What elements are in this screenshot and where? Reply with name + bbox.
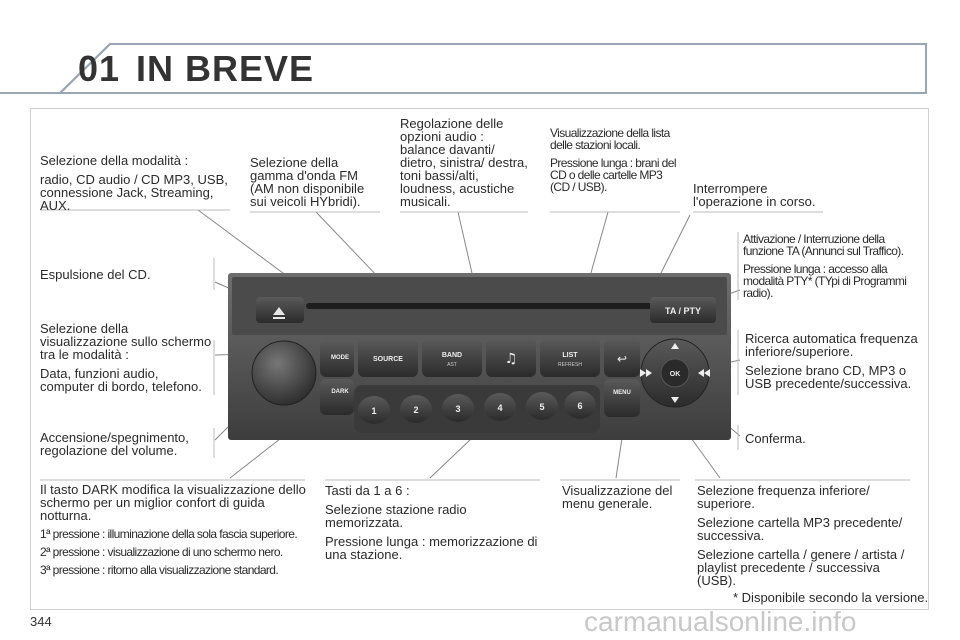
caption-updown-text-3: Selezione cartella / genere / artista / … — [697, 547, 905, 588]
caption-updown-text-2: Selezione cartella MP3 precedente/ succe… — [697, 515, 903, 543]
caption-eject-text: Espulsione del CD. — [40, 267, 151, 282]
arrow-down-icon — [671, 397, 679, 403]
caption-presets: Tasti da 1 a 6 : Selezione stazione radi… — [325, 484, 540, 567]
music-note-icon: ♫ — [505, 351, 518, 367]
caption-eject: Espulsione del CD. — [40, 268, 210, 287]
list-button[interactable] — [540, 339, 600, 377]
arrow-up-icon — [671, 343, 679, 349]
preset-4-label: 4 — [497, 403, 502, 413]
menu-label: MENU — [613, 390, 631, 396]
list-label: LIST — [562, 352, 578, 359]
caption-dark-title: Il tasto DARK modifica la visualizzazion… — [40, 482, 306, 523]
caption-ta-title: Attivazione / Interruzione della funzion… — [743, 232, 904, 258]
preset-1-label: 1 — [371, 406, 376, 416]
page-title: IN BREVE — [136, 48, 315, 89]
caption-presets-text-1: Selezione stazione radio memorizzata. — [325, 502, 467, 530]
ok-button[interactable] — [660, 358, 690, 388]
band-sub-label: AST — [447, 362, 457, 368]
caption-menu-text: Visualizzazione del menu generale. — [562, 483, 673, 511]
radio-unit: TA / PTY MODE DARK SOURCE BAND AST ♫ LIS… — [228, 273, 731, 440]
preset-6-button[interactable] — [564, 391, 596, 419]
seek-back-icon — [640, 369, 652, 377]
caption-seek-title: Ricerca automatica frequenza inferiore/s… — [745, 331, 918, 359]
caption-ok: Conferma. — [745, 432, 865, 451]
caption-power-text: Accensione/spegnimento, regolazione del … — [40, 430, 189, 458]
preset-4-button[interactable] — [484, 393, 516, 421]
caption-ta-text: Pressione lunga : accesso alla modalità … — [743, 262, 907, 300]
caption-seek: Ricerca automatica frequenza inferiore/s… — [745, 332, 925, 396]
caption-back: Interrompere l'operazione in corso. — [693, 182, 823, 214]
caption-ta: Attivazione / Interruzione della funzion… — [743, 233, 923, 305]
preset-3-label: 3 — [455, 404, 460, 414]
back-button[interactable] — [604, 339, 640, 377]
caption-presets-text-2: Pressione lunga : memorizzazione di una … — [325, 534, 538, 562]
chapter-number: 01 — [78, 48, 121, 89]
caption-mode-text: radio, CD audio / CD MP3, USB, connessio… — [40, 172, 228, 213]
caption-list-title: Visualizzazione della lista delle stazio… — [550, 126, 670, 152]
ta-pty-label: TA / PTY — [665, 306, 701, 316]
mode-button[interactable] — [320, 341, 354, 377]
band-button[interactable] — [422, 339, 482, 377]
preset-1-button[interactable] — [358, 396, 390, 424]
caption-presets-title: Tasti da 1 a 6 : — [325, 483, 410, 498]
caption-list: Visualizzazione della lista delle stazio… — [550, 127, 682, 199]
caption-mode-title: Selezione della modalità : — [40, 153, 189, 168]
caption-seek-text: Selezione brano CD, MP3 o USB precedente… — [745, 363, 912, 391]
caption-power: Accensione/spegnimento, regolazione del … — [40, 431, 212, 463]
caption-display-text: Data, funzioni audio, computer di bordo,… — [40, 366, 202, 394]
header-bar — [0, 43, 927, 94]
caption-updown-text-1: Selezione frequenza inferiore/ superiore… — [697, 483, 870, 511]
preset-2-label: 2 — [413, 405, 418, 415]
caption-dark-step-2: 2ª pressione : visualizzazione di uno sc… — [40, 545, 283, 559]
caption-list-text: Pressione lunga : brani del CD o delle c… — [550, 156, 676, 194]
ta-pty-button[interactable] — [650, 297, 716, 323]
caption-display: Selezione della visualizzazione sullo sc… — [40, 322, 212, 399]
dark-label: DARK — [331, 389, 349, 395]
caption-audio-text: Regolazione delle opzioni audio : balanc… — [400, 116, 528, 209]
page-number: 344 — [30, 614, 52, 629]
caption-back-text: Interrompere l'operazione in corso. — [693, 181, 816, 209]
caption-ok-text: Conferma. — [745, 431, 806, 446]
content-frame — [30, 108, 929, 610]
preset-5-button[interactable] — [526, 392, 558, 420]
dark-button[interactable] — [320, 379, 354, 415]
preset-6-label: 6 — [577, 401, 582, 411]
footnote: * Disponibile secondo la versione. — [733, 590, 929, 605]
preset-5-label: 5 — [539, 402, 544, 412]
source-label: SOURCE — [373, 356, 403, 363]
eject-icon — [273, 307, 285, 319]
caption-dark-step-3: 3ª pressione : ritorno alla visualizzazi… — [40, 563, 279, 577]
watermark: carmanualsonline.info — [584, 606, 857, 637]
menu-button[interactable] — [604, 379, 640, 417]
seek-forward-icon — [698, 369, 710, 377]
cd-slot — [306, 303, 676, 309]
caption-dark-step-1: 1ª pressione : illuminazione della sola … — [40, 527, 298, 541]
caption-updown: Selezione frequenza inferiore/ superiore… — [697, 484, 912, 593]
caption-mode: Selezione della modalità : radio, CD aud… — [40, 154, 235, 218]
caption-band-text: Selezione della gamma d'onda FM (AM non … — [250, 155, 365, 209]
preset-3-button[interactable] — [442, 394, 474, 422]
caption-audio: Regolazione delle opzioni audio : balanc… — [400, 117, 530, 214]
caption-display-title: Selezione della visualizzazione sullo sc… — [40, 321, 212, 362]
preset-2-button[interactable] — [400, 395, 432, 423]
back-arrow-icon: ↩ — [617, 352, 627, 366]
source-button[interactable] — [358, 339, 418, 377]
caption-dark: Il tasto DARK modifica la visualizzazion… — [40, 483, 310, 582]
band-label: BAND — [442, 352, 462, 359]
mode-label: MODE — [331, 355, 349, 361]
caption-menu: Visualizzazione del menu generale. — [562, 484, 682, 516]
caption-band: Selezione della gamma d'onda FM (AM non … — [250, 156, 380, 214]
ok-label: OK — [670, 371, 681, 378]
volume-knob[interactable] — [251, 340, 317, 406]
audio-button[interactable] — [486, 339, 536, 377]
list-sub-label: REFRESH — [558, 362, 582, 368]
